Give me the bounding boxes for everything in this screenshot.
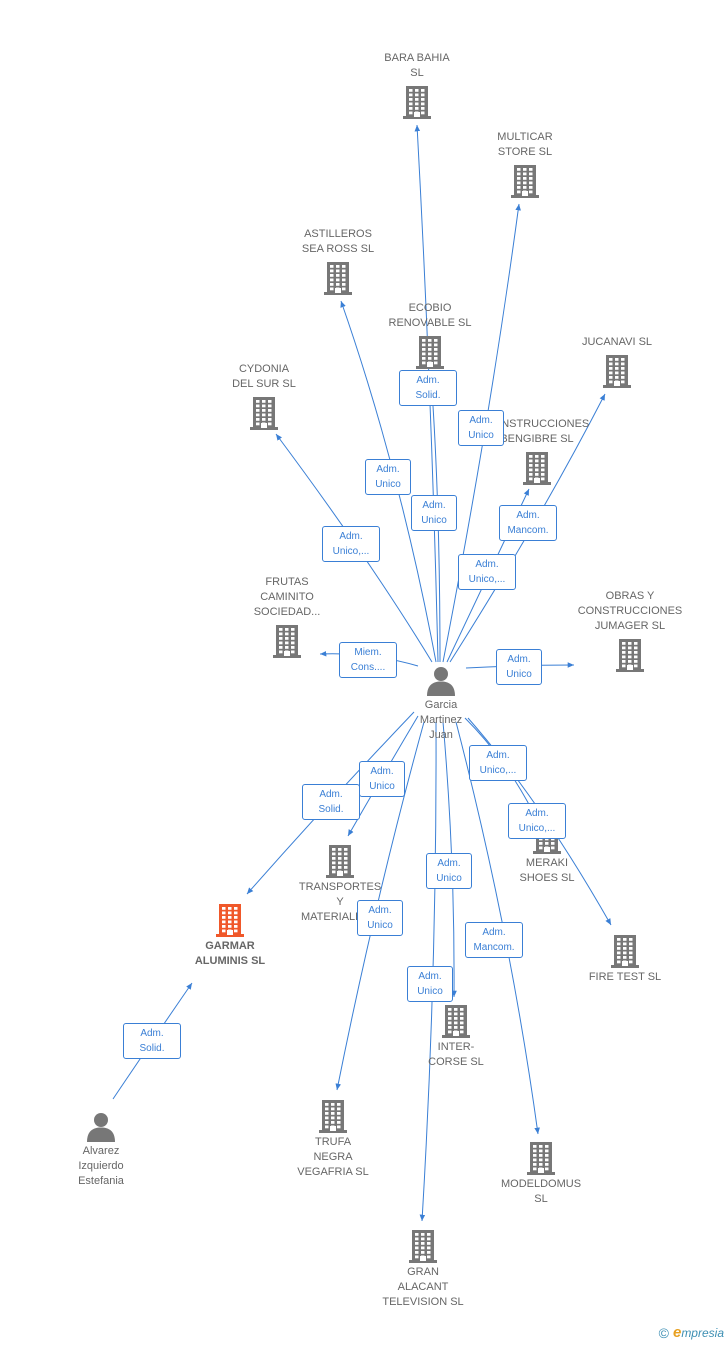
edge-label-garcia-astilleros[interactable]: Adm. Unico (365, 459, 411, 495)
edge-label-garcia-garmar[interactable]: Adm. Solid. (302, 784, 360, 820)
node-label-intercorse[interactable]: INTER- CORSE SL (428, 1041, 484, 1068)
edge-label-garcia-modeldomus[interactable]: Adm. Mancom. (465, 922, 523, 958)
edge-label-garcia-obras[interactable]: Adm. Unico (496, 649, 542, 685)
building-icon-jucanavi[interactable] (603, 354, 631, 393)
node-label-multicar[interactable]: MULTICAR STORE SL (497, 131, 553, 158)
building-icon-gran[interactable] (409, 1229, 437, 1268)
edge-label-alvarez-garmar[interactable]: Adm. Solid. (123, 1023, 181, 1059)
node-label-modeldomus[interactable]: MODELDOMUS SL (500, 1178, 582, 1205)
building-icon-modeldomus[interactable] (527, 1141, 555, 1180)
node-label-astilleros[interactable]: ASTILLEROS SEA ROSS SL (301, 228, 375, 255)
node-label-gran[interactable]: GRAN ALACANT TELEVISION SL (382, 1266, 464, 1308)
building-icon-cydonia[interactable] (250, 396, 278, 435)
edge-label-garcia-transportes[interactable]: Adm. Unico (359, 761, 405, 797)
building-icon-firetest[interactable] (611, 934, 639, 973)
building-icon-garmar[interactable] (216, 903, 244, 942)
building-icon-multicar[interactable] (511, 164, 539, 203)
brand-logo: empresia (672, 1324, 724, 1341)
edge-label-garcia-multicar[interactable]: Adm. Unico (458, 410, 504, 446)
copyright-symbol: © (658, 1324, 669, 1341)
node-label-firetest[interactable]: FIRE TEST SL (588, 971, 662, 983)
edge-label-garcia-bengibre[interactable]: Adm. Mancom. (499, 505, 557, 541)
edge-label-garcia-frutas[interactable]: Miem. Cons.... (339, 642, 397, 678)
edge-label-garcia-cydonia[interactable]: Adm. Unico,... (322, 526, 380, 562)
node-label-trufa[interactable]: TRUFA NEGRA VEGAFRIA SL (297, 1136, 369, 1178)
node-label-frutas[interactable]: FRUTAS CAMINITO SOCIEDAD... (253, 576, 321, 618)
node-label-meraki[interactable]: MERAKI SHOES SL (519, 857, 575, 884)
building-icon-bara[interactable] (403, 85, 431, 124)
node-label-bara[interactable]: BARA BAHIA SL (384, 52, 450, 79)
edge-label-garcia-meraki[interactable]: Adm. Unico,... (469, 745, 527, 781)
node-label-ecobio[interactable]: ECOBIO RENOVABLE SL (388, 302, 472, 329)
building-icon-transportes[interactable] (326, 844, 354, 883)
edge-label-garcia-gran[interactable]: Adm. Unico (407, 966, 453, 1002)
edge-label-garcia-intercorse[interactable]: Adm. Unico (426, 853, 472, 889)
building-icon-trufa[interactable] (319, 1099, 347, 1138)
node-label-jucanavi[interactable]: JUCANAVI SL (581, 336, 653, 348)
person-icon-alvarez[interactable] (86, 1112, 116, 1147)
node-label-cydonia[interactable]: CYDONIA DEL SUR SL (232, 363, 296, 390)
node-label-garmar[interactable]: GARMAR ALUMINIS SL (194, 940, 266, 967)
building-icon-intercorse[interactable] (442, 1004, 470, 1043)
building-icon-astilleros[interactable] (324, 261, 352, 300)
building-icon-frutas[interactable] (273, 624, 301, 663)
person-icon-garcia[interactable] (426, 666, 456, 701)
node-label-obras[interactable]: OBRAS Y CONSTRUCCIONES JUMAGER SL (577, 590, 683, 632)
brand-footer: © empresia (659, 1324, 724, 1341)
edge-label-garcia-jucanavi[interactable]: Adm. Unico,... (458, 554, 516, 590)
edge-label-garcia-firetest[interactable]: Adm. Unico,... (508, 803, 566, 839)
edge-label-garcia-ecobio[interactable]: Adm. Solid. (399, 370, 457, 406)
building-icon-ecobio[interactable] (416, 335, 444, 374)
edge-label-garcia-trufa[interactable]: Adm. Unico (357, 900, 403, 936)
node-label-bengibre[interactable]: CONSTRUCCIONES BENGIBRE SL (484, 418, 590, 445)
building-icon-obras[interactable] (616, 638, 644, 677)
edge-label-garcia-bara[interactable]: Adm. Unico (411, 495, 457, 531)
node-label-garcia[interactable]: Garcia Martinez Juan (419, 699, 463, 741)
building-icon-bengibre[interactable] (523, 451, 551, 490)
node-label-alvarez[interactable]: Alvarez Izquierdo Estefania (78, 1145, 124, 1187)
